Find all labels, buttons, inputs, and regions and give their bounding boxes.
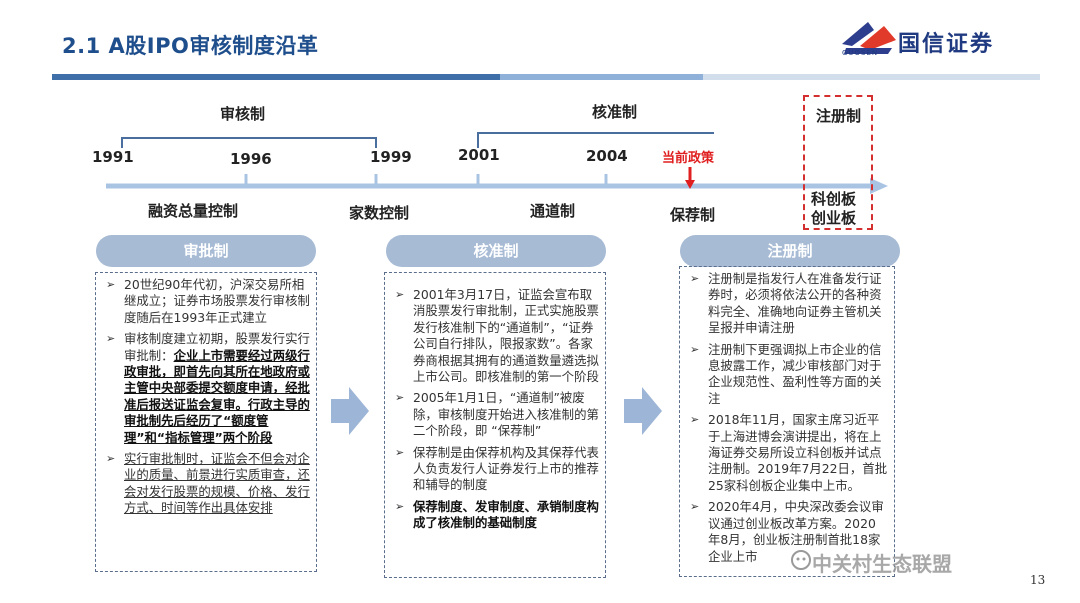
list-item: ➢2020年4月，中央深改委会议审议通过创业板改革方案。2020年8月，创业板注…: [690, 499, 884, 564]
logo-subtext: GUOSEN: [842, 49, 879, 57]
current-policy-label: 当前政策: [662, 151, 715, 166]
list-item: ➢保荐制是由保荐机构及其保荐代表人负责发行人证券发行上市的推荐和辅导的制度: [395, 444, 599, 493]
year-label: 2001: [458, 146, 500, 164]
content-box-verification: ➢2001年3月17日，证监会宣布取消股票发行审批制，正式实施股票发行核准制下的…: [384, 272, 606, 578]
bullet-arrow-icon: ➢: [106, 452, 116, 466]
year-label: 2004: [586, 147, 628, 165]
timeline-graphic: [106, 132, 888, 194]
list-item: ➢2005年1月1日，“通道制”被废除，审核制度开始进入核准制的第二个阶段，即 …: [395, 390, 599, 439]
phase-label: 保荐制: [670, 206, 716, 224]
content-box-registration: ➢注册制是指发行人在准备发行证券时，必须将依法公开的各种资料完全、准确地向证券主…: [679, 266, 895, 577]
era-label: 注册制: [816, 107, 862, 125]
page-number: 13: [1030, 573, 1046, 587]
bullet-arrow-icon: ➢: [690, 342, 700, 356]
flow-arrow-icon: [624, 387, 662, 435]
bullet-arrow-icon: ➢: [395, 445, 405, 459]
phase-label: 通道制: [530, 202, 576, 220]
guosen-logo-icon: [842, 22, 896, 54]
year-label: 1991: [92, 148, 134, 166]
list-item: ➢注册制是指发行人在准备发行证券时，必须将依法公开的各种资料完全、准确地向证券主…: [690, 271, 882, 336]
content-box-approval: ➢20世纪90年代初，沪深交易所相继成立；证券市场股票发行审核制度随后在1993…: [95, 272, 317, 572]
bullet-arrow-icon: ➢: [106, 332, 116, 346]
bullet-arrow-icon: ➢: [395, 288, 405, 301]
column-header-verification: 核准制: [386, 235, 606, 267]
list-item: ➢2001年3月17日，证监会宣布取消股票发行审批制，正式实施股票发行核准制下的…: [395, 287, 599, 385]
bullet-arrow-icon: ➢: [690, 500, 700, 514]
bullet-arrow-icon: ➢: [106, 278, 116, 291]
bullet-arrow-icon: ➢: [690, 272, 700, 285]
list-item: ➢注册制下更强调拟上市企业的信息披露工作，减少审核部门对于企业规范性、盈利性等方…: [690, 341, 882, 406]
year-label: 1996: [230, 150, 272, 168]
flow-arrow-icon: [331, 387, 369, 435]
header-divider: [703, 74, 1040, 80]
bullet-arrow-icon: ➢: [395, 499, 405, 513]
year-label: 1999: [370, 148, 412, 166]
board-label: 创业板: [811, 209, 857, 227]
era-label: 审核制: [220, 105, 266, 123]
bullet-arrow-icon: ➢: [395, 391, 405, 405]
column-header-approval: 审批制: [96, 235, 316, 267]
watermark: 中关村生态联盟: [812, 552, 952, 576]
logo-text: 国信证券: [898, 31, 995, 57]
page-title: 2.1 A股IPO审核制度沿革: [62, 34, 319, 58]
era-label: 核准制: [592, 103, 638, 121]
registration-highlight-box: [803, 95, 873, 230]
header-divider: [500, 74, 703, 80]
bullet-arrow-icon: ➢: [690, 413, 700, 427]
header-divider: [52, 74, 500, 80]
list-item: ➢实行审批制时，证监会不但会对企业的质量、前景进行实质审查，还会对发行股票的规模…: [106, 451, 310, 516]
phase-label: 家数控制: [349, 204, 410, 222]
list-item: ➢20世纪90年代初，沪深交易所相继成立；证券市场股票发行审核制度随后在1993…: [106, 277, 310, 325]
wechat-icon: [791, 550, 811, 570]
list-item: ➢2018年11月，国家主席习近平于上海进博会演讲提出，将在上海证券交易所设立科…: [690, 412, 888, 493]
column-header-registration: 注册制: [680, 235, 900, 267]
board-label: 科创板: [811, 190, 857, 208]
list-item: ➢保荐制度、发审制度、承销制度构成了核准制的基础制度: [395, 498, 599, 531]
phase-label: 融资总量控制: [148, 202, 239, 220]
list-item: ➢审核制度建立初期，股票发行实行审批制：企业上市需要经过两级行政审批，即首先向其…: [106, 331, 310, 445]
